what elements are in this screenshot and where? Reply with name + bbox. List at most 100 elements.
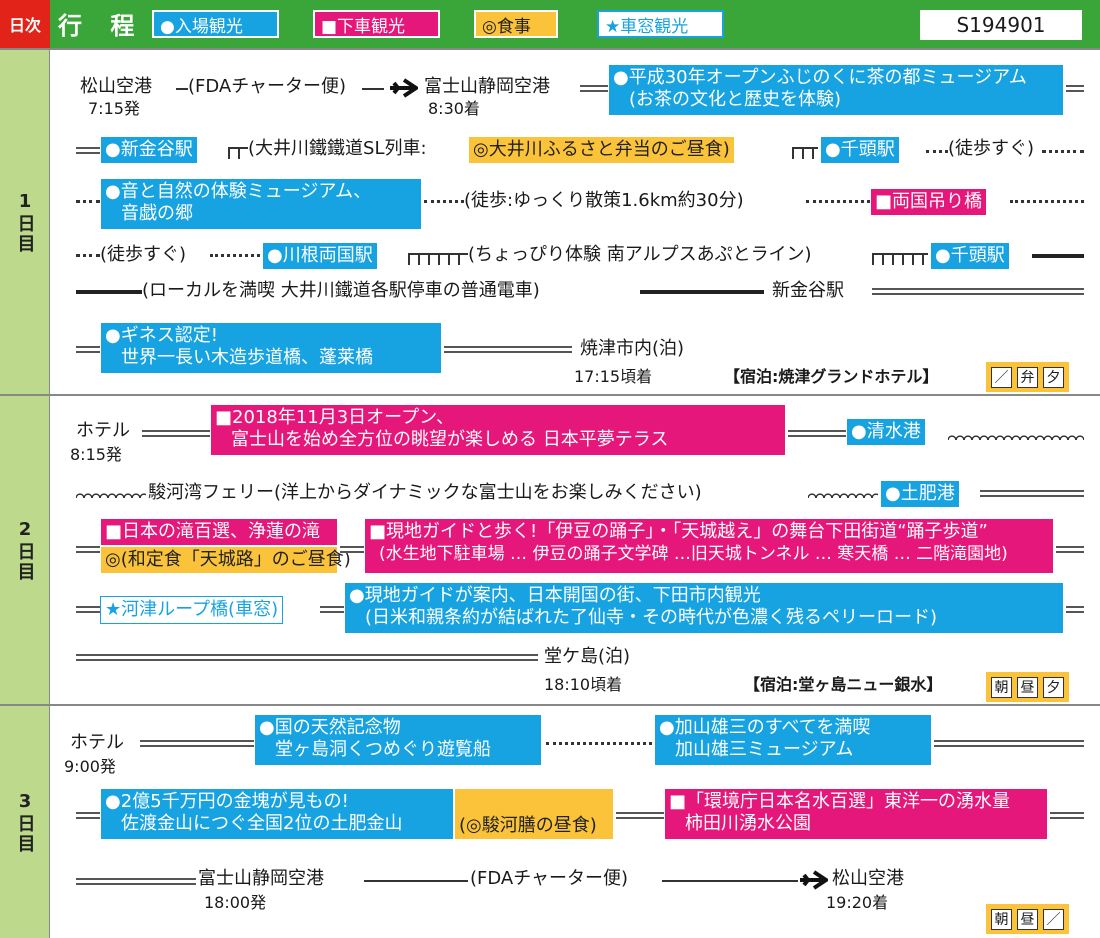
connector xyxy=(142,430,210,437)
cave-title: ●国の天然記念物 xyxy=(259,717,401,738)
day-2-label-cell: 2日目 xyxy=(0,396,50,704)
toi-gold-mine-box: ●2億5千万円の金塊が見もの! 佐渡金山につぐ全国2位の土肥金山 xyxy=(100,788,454,840)
hotel-name: 【宿泊:堂ヶ島ニュー銀水】 xyxy=(744,675,943,694)
ferry-text: 駿河湾フェリー(洋上からダイナミックな富士山をお楽しみください) xyxy=(148,482,702,503)
cave-sub: 堂ヶ島洞くつめぐり遊覧船 xyxy=(275,739,491,760)
horai-bridge-box: ●ギネス認定! 世界一長い木造歩道橋、蓬莱橋 xyxy=(100,322,442,374)
depart-airport: 松山空港 xyxy=(80,76,152,97)
ferry-connector xyxy=(76,488,146,498)
day-1-label: 1日目 xyxy=(14,190,36,254)
connector xyxy=(616,812,664,819)
walk-soon-text: (徒歩すぐ) xyxy=(948,138,1035,159)
walk-connector xyxy=(806,200,870,203)
odoriko-walk-sub: (水生地下駐車場 … 伊豆の踊子文学碑 …旧天城トンネル … 寒天橋 … 二階滝… xyxy=(379,544,1008,564)
kayama-title: ●加山雄三のすべてを満喫 xyxy=(659,717,871,738)
sl-train-text: (大井川鐵鐵道SL列車: xyxy=(248,138,427,159)
connector xyxy=(662,880,798,882)
meal-lunch: 弁 xyxy=(1017,366,1038,388)
connector xyxy=(580,85,608,92)
tea-museum-title: ●平成30年オープンふじのくに茶の都ミュージアム xyxy=(613,67,1027,88)
meal-lunch: 昼 xyxy=(1017,908,1038,930)
depart-airport: 富士山静岡空港 xyxy=(198,868,324,889)
local-train-text: (ローカルを満喫 大井川鐵道各駅停車の普通電車) xyxy=(142,280,540,301)
connector xyxy=(362,88,384,90)
train-connector xyxy=(640,290,764,294)
walk-connector xyxy=(1010,200,1084,203)
connector xyxy=(1066,85,1084,92)
arrival-time: 18:10頃着 xyxy=(544,675,623,694)
meal-info: 朝 昼 ／ xyxy=(986,904,1069,934)
day-3-label-cell: 3日目 xyxy=(0,706,50,938)
kakitagawa-title: ■「環境庁日本名水百選」東洋一の湧水量 xyxy=(669,791,1011,812)
walk-connector xyxy=(76,200,100,203)
connector xyxy=(76,812,100,819)
horai-bridge-sub: 世界一長い木造歩道橋、蓬莱橋 xyxy=(121,347,373,368)
connector xyxy=(444,346,572,353)
arrive-time: 8:30着 xyxy=(428,99,480,118)
connector xyxy=(788,430,846,437)
rail-connector xyxy=(792,147,818,159)
stay-place: 焼津市内(泊) xyxy=(580,338,685,359)
rail-connector xyxy=(408,253,468,265)
hotel-name: 【宿泊:焼津グランドホテル】 xyxy=(724,367,939,386)
tour-code: S194901 xyxy=(920,10,1082,40)
meal-dinner: 夕 xyxy=(1043,366,1064,388)
day-2-row: 2日目 ホテル 8:15発 ■2018年11月3日オープン、 富士山を始め全方位… xyxy=(0,394,1100,704)
connector xyxy=(76,546,100,553)
rail-connector xyxy=(228,147,248,159)
tea-museum-sub: (お茶の文化と歴史を体験) xyxy=(629,89,842,110)
walk-long-text: (徒歩:ゆっくり散策1.6km約30分) xyxy=(464,190,744,211)
ferry-connector xyxy=(948,430,1084,440)
walk-connector xyxy=(76,254,100,257)
connector xyxy=(934,740,1084,747)
header-bar: 日次 行 程 ●入場観光 ■下車観光 ◎食事 ★車窓観光 S194901 xyxy=(0,0,1100,48)
connector xyxy=(1050,812,1084,819)
senzu-station-box: ●千頭駅 xyxy=(820,136,900,164)
start-time: 8:15発 xyxy=(70,445,122,464)
tea-museum-box: ●平成30年オープンふじのくに茶の都ミュージアム (お茶の文化と歴史を体験) xyxy=(608,64,1064,116)
airplane-icon xyxy=(390,78,418,98)
legend-entry-admission: ●入場観光 xyxy=(152,10,279,38)
train-connector xyxy=(1032,254,1084,258)
meal-info: 朝 昼 夕 xyxy=(986,672,1069,702)
connector xyxy=(364,880,468,882)
legend-window-sightseeing: ★車窓観光 xyxy=(597,10,724,38)
walk-soon-text: (徒歩すぐ) xyxy=(100,244,187,265)
day-3-label: 3日目 xyxy=(14,790,36,854)
arrive-airport: 松山空港 xyxy=(832,868,904,889)
connector xyxy=(980,490,1084,497)
meal-breakfast: ／ xyxy=(991,366,1012,388)
walk-connector xyxy=(210,254,260,257)
meal-breakfast: 朝 xyxy=(991,908,1012,930)
walk-connector xyxy=(926,150,948,153)
start-hotel: ホテル xyxy=(76,420,130,441)
day-1-row: 1日目 松山空港 7:15発 (FDAチャーター便) 富士山静岡空港 8:30着… xyxy=(0,48,1100,394)
dogashima-cave-box: ●国の天然記念物 堂ヶ島洞くつめぐり遊覧船 xyxy=(254,714,542,766)
train-connector xyxy=(76,290,142,294)
connector xyxy=(176,88,188,90)
arrive-time: 19:20着 xyxy=(826,893,889,912)
gold-mine-title: ●2億5千万円の金塊が見もの! xyxy=(105,791,349,812)
kayama-sub: 加山雄三ミュージアム xyxy=(675,739,854,760)
senzu-station-box-2: ●千頭駅 xyxy=(930,242,1010,270)
otogi-museum-box: ●音と自然の体験ミュージアム、 音戯の郷 xyxy=(100,178,422,230)
odoriko-walk-title: ■現地ガイドと歩く!「伊豆の踊子」・「天城越え」の舞台下田街道“踊子歩道” xyxy=(369,521,988,542)
arrival-time: 17:15頃着 xyxy=(574,367,653,386)
connector xyxy=(140,740,254,747)
shimizu-port-box: ●清水港 xyxy=(846,418,926,446)
kawane-ryogoku-box: ●川根両国駅 xyxy=(262,242,378,270)
connector xyxy=(76,147,100,154)
bento-lunch-box: ◎大井川ふるさと弁当のご昼食) xyxy=(468,136,735,164)
nihondaira-terrace-box: ■2018年11月3日オープン、 富士山を始め全方位の眺望が楽しめる 日本平夢テ… xyxy=(210,404,786,456)
connector xyxy=(76,878,196,885)
otogi-museum-sub: 音戯の郷 xyxy=(121,203,193,224)
ryogoku-bridge-box: ■両国吊り橋 xyxy=(870,188,988,216)
day-2-label: 2日目 xyxy=(14,518,36,582)
flight-info: (FDAチャーター便) xyxy=(470,868,629,889)
meal-lunch: 昼 xyxy=(1017,676,1038,698)
shimoda-tour-title: ●現地ガイドが案内、日本開国の街、下田市内観光 xyxy=(349,585,761,606)
meal-dinner: ／ xyxy=(1043,908,1064,930)
connector xyxy=(76,346,100,353)
flight-info: (FDAチャーター便) xyxy=(188,76,347,97)
connector xyxy=(340,546,364,553)
